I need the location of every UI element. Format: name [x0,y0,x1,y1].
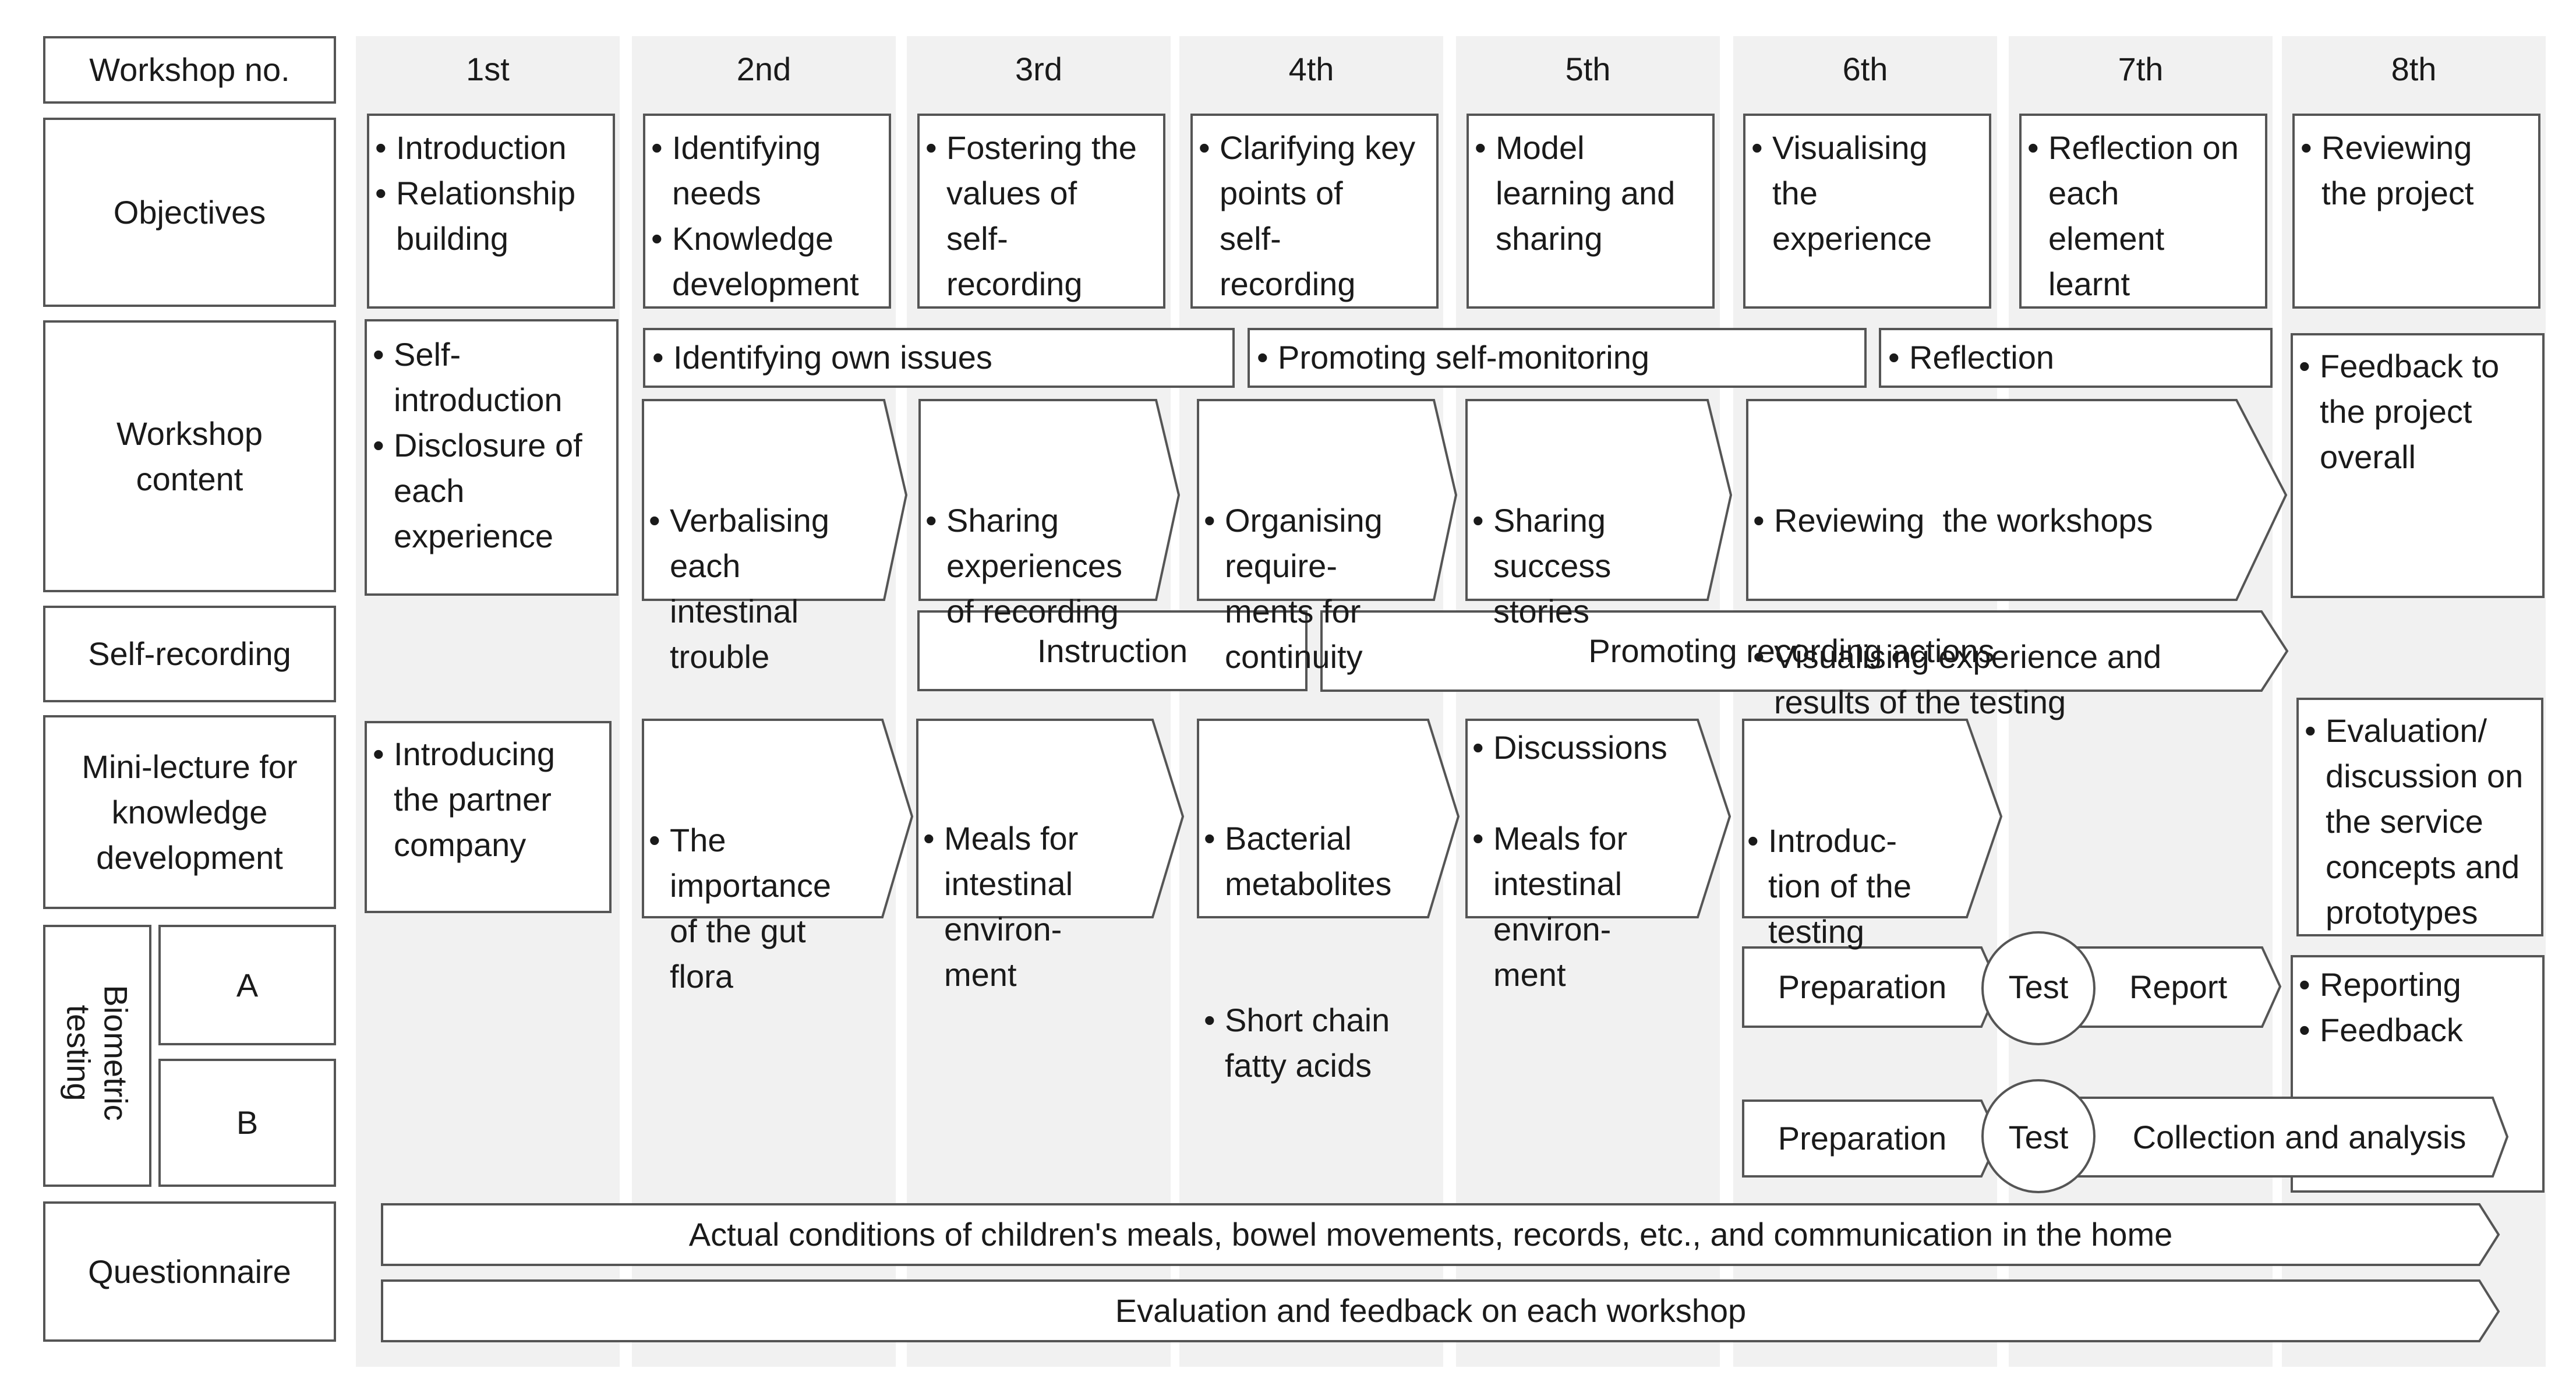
lecture-2nd-text: The importance of the gut flora [649,727,831,1090]
lecture-8th: Evaluation/ discussion on the service co… [2296,698,2543,936]
objectives-1st-item: Introduction [375,125,575,171]
objectives-2nd-item: Knowledge development [651,216,859,307]
lecture-5th-text: Meals for intestinal environ- ment [1472,725,1627,1088]
biometric-a-report-text: Report [2129,968,2228,1005]
questionnaire-q2-shape [381,1279,2500,1342]
content-5th-text: Sharing success stories Discussions [1472,407,1667,861]
biometric-followup-item: Feedback [2299,1007,2463,1053]
objectives-6th: Visualising the experience [1743,114,1991,309]
objectives-4th: Clarifying key points of self- recording [1190,114,1439,309]
row-label-mini-lecture: Mini-lecture for knowledge development [43,715,336,909]
content-5th-item: Sharing success stories [1472,498,1667,634]
biometric-b-test-text: Test [2008,1118,2069,1155]
questionnaire-q1-text: Actual conditions of children's meals, b… [688,1216,2173,1253]
content-1st-item: Self- introduction [373,332,582,423]
lecture-4th-item: Bacterial metabolites [1204,816,1391,907]
lecture-4th-text: Bacterial metabolites Short chain fatty … [1204,725,1391,1179]
content-phase-reflection-text: Reflection [1888,335,2054,380]
row-label-workshop-content: Workshop content [43,320,336,592]
lecture-2nd-item: The importance of the gut flora [649,818,831,999]
biometric-a-test-circle [1981,931,2096,1045]
workshop-header-8th: 8th [2391,50,2437,87]
questionnaire-q1-shape [381,1203,2500,1266]
content-4th-item: Organising require- ments for continuity [1204,498,1383,680]
workshop-header-1st: 1st [466,50,510,87]
lecture-1st-item: Introducing the partner company [373,731,555,868]
row-label-questionnaire: Questionnaire [43,1201,336,1342]
content-3rd-text: Sharing experiences of recording [925,407,1122,725]
workshop-header-6th: 6th [1842,50,1888,87]
content-8th-item: Feedback to the project overall [2299,344,2499,480]
content-67-text: Reviewing the workshops Visualising expe… [1753,407,2161,816]
content-phase-promoting-text: Promoting self-monitoring [1257,335,1649,380]
content-67-item: Reviewing the workshops [1753,498,2161,543]
row-label-workshop-content-text: Workshop content [116,415,263,497]
objectives-4th-item: Clarifying key points of self- recording [1199,125,1415,307]
biometric-a-test-text: Test [2008,968,2069,1005]
content-phase-identifying: Identifying own issues [643,328,1235,388]
content-67-item: Visualising experience and results of th… [1753,634,2161,725]
row-label-mini-lecture-text: Mini-lecture for knowledge development [82,748,298,876]
content-1st-item: Disclosure of each experience [373,423,582,559]
lecture-5th-item: Meals for intestinal environ- ment [1472,816,1627,998]
lecture-3rd-item: Meals for intestinal environ- ment [923,816,1078,998]
content-phase-promoting: Promoting self-monitoring [1248,328,1867,388]
objectives-3rd: Fostering the values of self- recording [917,114,1165,309]
row-label-biometric [43,925,151,1187]
objectives-2nd: Identifying needs Knowledge development [643,114,891,309]
biometric-followup-item: Reporting [2299,962,2463,1007]
row-label-biometric-b: B [158,1059,336,1187]
content-2nd-text: Verbalising each intestinal trouble [649,407,829,770]
self-recording-instruction-text: Instruction [1037,632,1188,669]
objectives-7th-item: Reflection on each element learnt [2027,125,2239,307]
biometric-b-test-circle [1981,1079,2096,1193]
workshop-header-4th: 4th [1288,50,1334,87]
content-5th-item: Discussions [1472,725,1667,770]
lecture-6th-item: Introduc- tion of the testing [1747,818,1911,954]
questionnaire-q2-text: Evaluation and feedback on each workshop [1115,1292,1747,1329]
objectives-8th: Reviewing the project [2292,114,2540,309]
biometric-b-collection-text: Collection and analysis [2132,1118,2467,1155]
row-label-workshop-no: Workshop no. [43,36,336,104]
content-8th: Feedback to the project overall [2291,333,2545,598]
objectives-6th-item: Visualising the experience [1751,125,1932,261]
content-phase-reflection: Reflection [1879,328,2273,388]
objectives-2nd-item: Identifying needs [651,125,859,216]
lecture-1st: Introducing the partner company [365,721,612,913]
objectives-1st-item: Relationship building [375,171,575,261]
content-phase-identifying-text: Identifying own issues [652,335,992,380]
row-label-self-recording: Self-recording [43,606,336,702]
biometric-a-preparation-text: Preparation [1778,968,1947,1005]
objectives-5th: Model learning and sharing [1467,114,1715,309]
content-2nd-item: Verbalising each intestinal trouble [649,498,829,680]
objectives-3rd-item: Fostering the values of self- recording [925,125,1137,307]
objectives-8th-item: Reviewing the project [2301,125,2474,216]
workshop-header-3rd: 3rd [1015,50,1062,87]
workshop-header-7th: 7th [2118,50,2164,87]
lecture-8th-item: Evaluation/ discussion on the service co… [2305,708,2523,935]
workshop-header-5th: 5th [1565,50,1611,87]
objectives-1st: Introduction Relationship building [367,114,615,309]
content-1st: Self- introduction Disclosure of each ex… [365,319,619,596]
objectives-5th-item: Model learning and sharing [1475,125,1675,261]
lecture-3rd-text: Meals for intestinal environ- ment [923,725,1078,1088]
row-label-objectives: Objectives [43,118,336,307]
biometric-b-preparation-text: Preparation [1778,1120,1947,1157]
objectives-7th: Reflection on each element learnt [2019,114,2267,309]
content-4th-text: Organising require- ments for continuity [1204,407,1383,770]
row-label-biometric-a: A [158,925,336,1045]
lecture-4th-item: Short chain fatty acids [1204,998,1391,1088]
workshop-header-2nd: 2nd [736,50,791,87]
self-recording-promoting-text: Promoting recording actions [1588,632,1995,669]
lecture-6th-text: Introduc- tion of the testing [1747,727,1911,1045]
content-3rd-item: Sharing experiences of recording [925,498,1122,634]
